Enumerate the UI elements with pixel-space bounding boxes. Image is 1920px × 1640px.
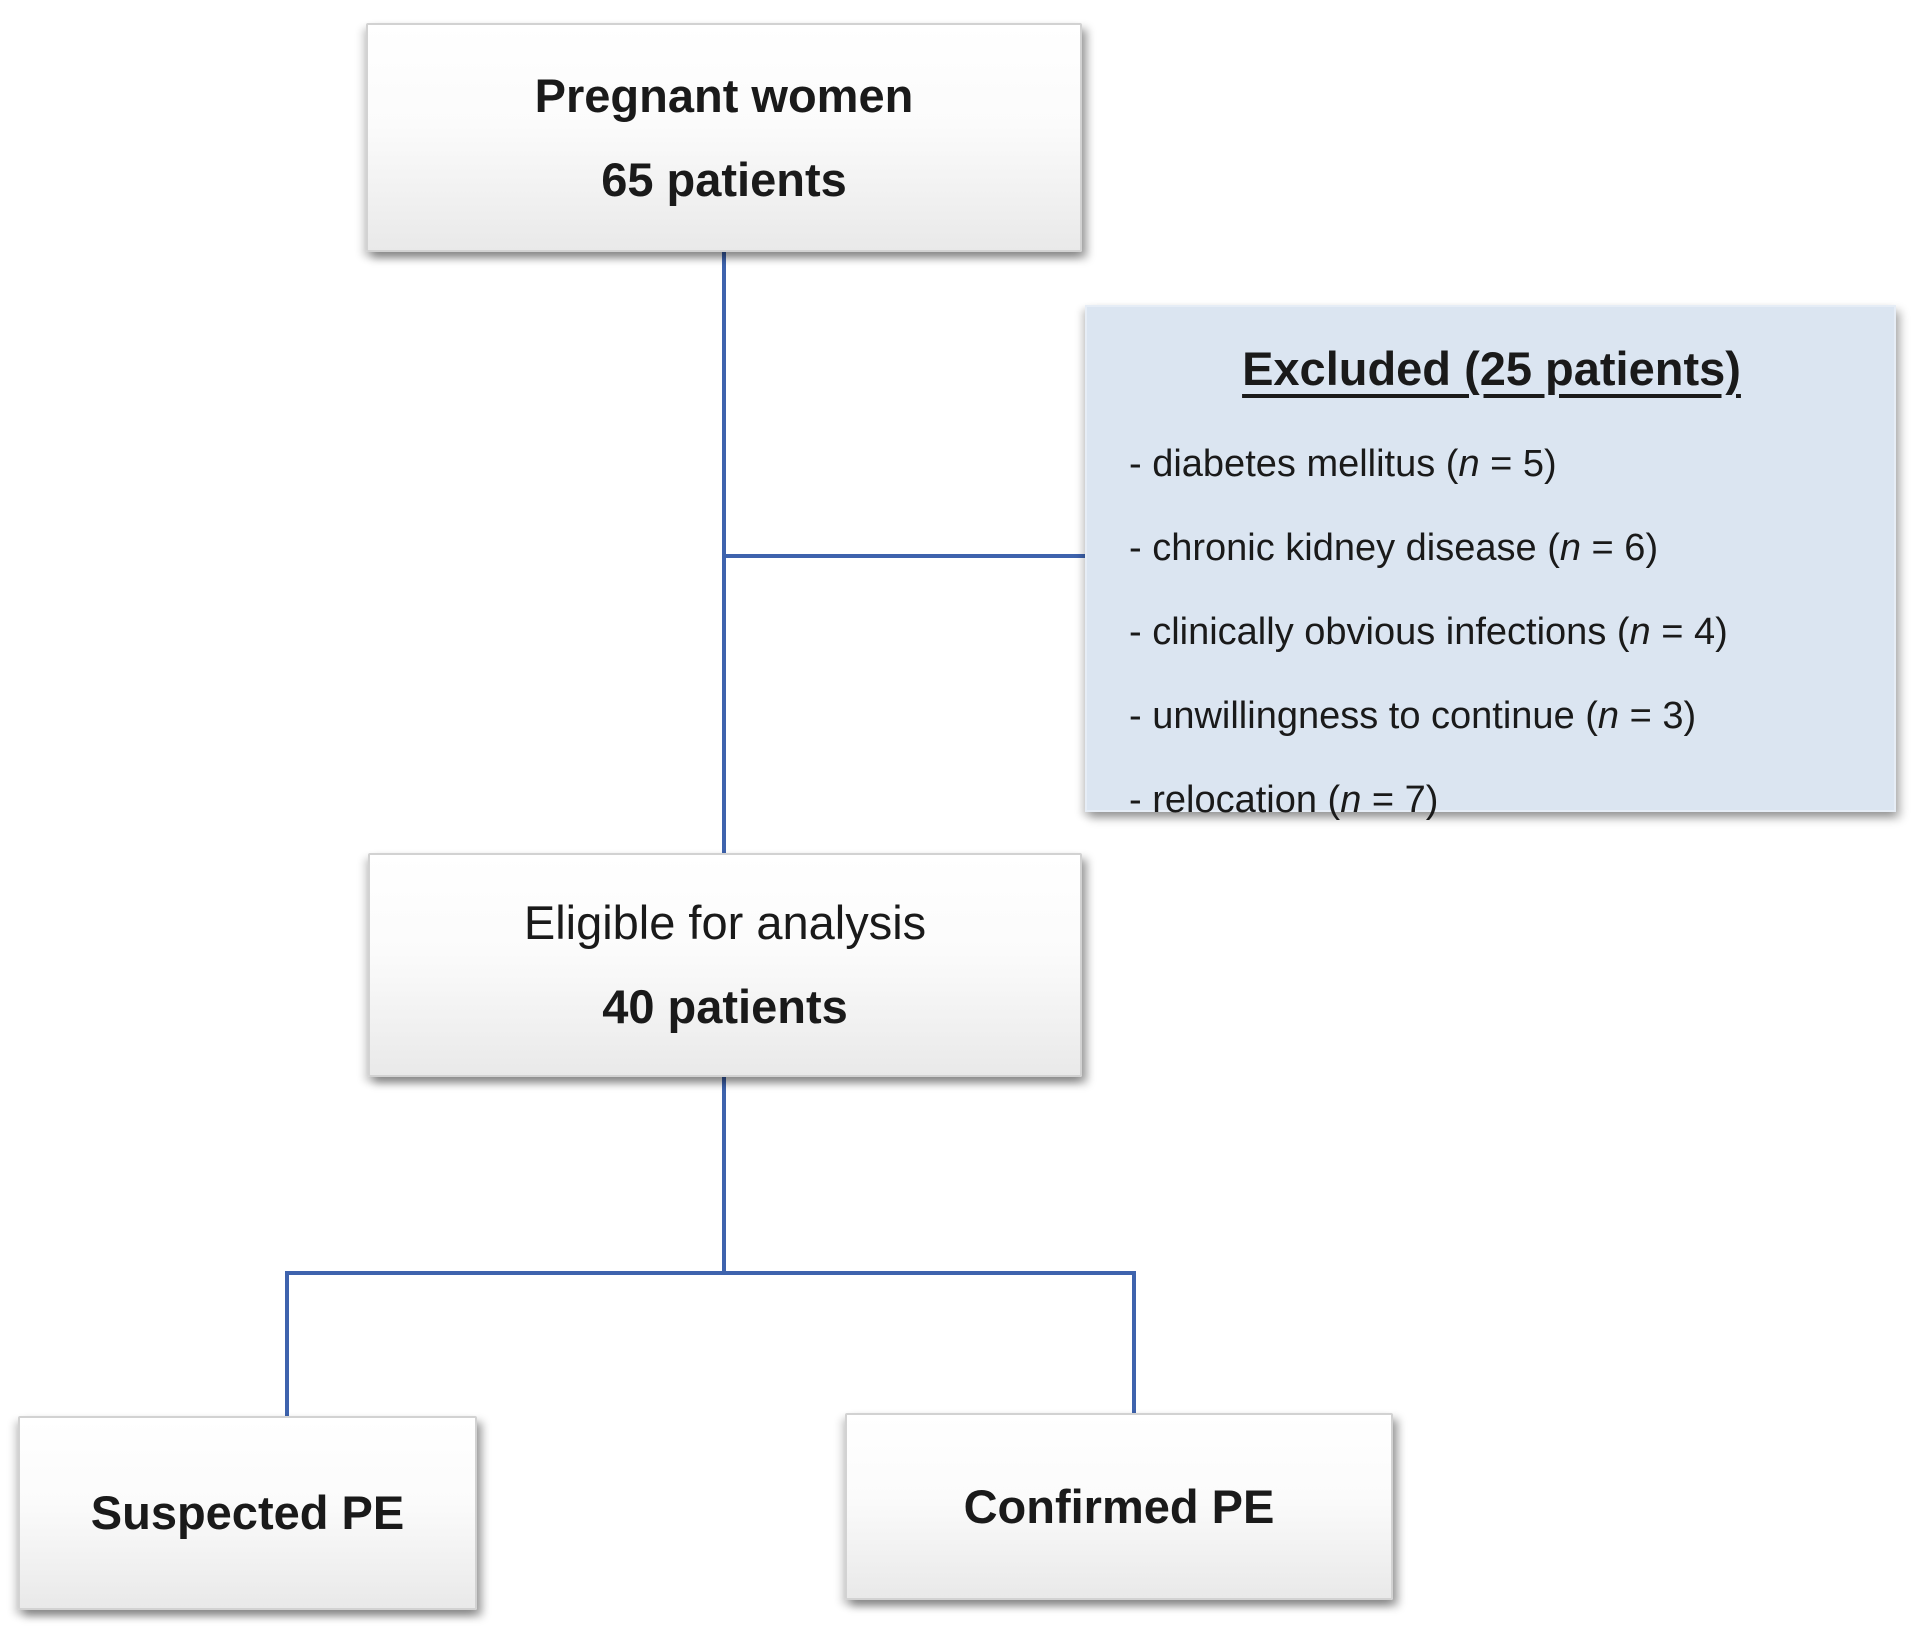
excluded-item: - relocation (n = 7) — [1129, 779, 1439, 821]
excluded-item: - chronic kidney disease (n = 6) — [1129, 527, 1659, 569]
panel-excluded: Excluded (25 patients) - diabetes mellit… — [1085, 305, 1896, 821]
excluded-list: - diabetes mellitus (n = 5) - chronic kid… — [1129, 422, 1874, 842]
connector-suspected-drop — [285, 1271, 289, 1417]
connector-top-stem — [722, 252, 726, 853]
node-confirmed-pe: Confirmed PE — [845, 1413, 1393, 1600]
node-count: 40 patients — [602, 980, 848, 1033]
node-title: Confirmed PE — [963, 1479, 1275, 1533]
node-count: 65 patients — [601, 152, 847, 206]
connector-excluded-branch — [722, 554, 1085, 558]
node-title: Suspected PE — [90, 1486, 405, 1539]
connector-split-horizontal — [285, 1271, 1136, 1275]
connector-confirmed-drop — [1132, 1271, 1136, 1414]
excluded-item: - unwillingness to continue (n = 3) — [1129, 695, 1697, 737]
excluded-item: - diabetes mellitus (n = 5) — [1129, 443, 1557, 485]
node-title: Pregnant women — [534, 68, 914, 122]
excluded-item: - clinically obvious infections (n = 4) — [1129, 611, 1728, 653]
node-eligible: Eligible for analysis 40 patients — [368, 853, 1082, 1077]
node-suspected-pe: Suspected PE — [18, 1416, 477, 1610]
excluded-title: Excluded (25 patients) — [1242, 342, 1741, 395]
connector-eligible-stem — [722, 1077, 726, 1273]
node-title: Eligible for analysis — [523, 896, 927, 949]
node-pregnant-women: Pregnant women 65 patients — [366, 23, 1082, 252]
